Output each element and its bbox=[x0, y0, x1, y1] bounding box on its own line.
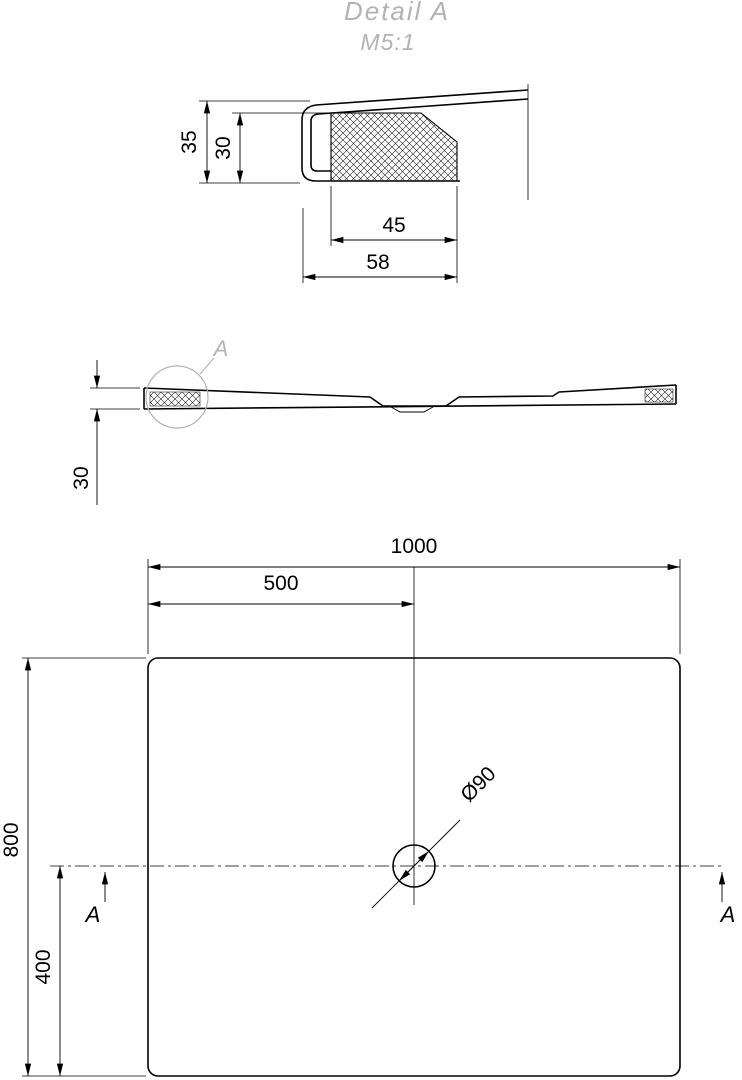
rim-profile-inner bbox=[310, 98, 529, 172]
drain-dim-arrow-upper bbox=[413, 850, 430, 867]
plan-view: Ø90 A A 1000 500 800 400 bbox=[0, 535, 736, 1077]
plan-dim-800-label: 800 bbox=[0, 822, 23, 857]
plan-dim-1000-label: 1000 bbox=[391, 535, 438, 558]
detail-title: Detail A bbox=[344, 0, 450, 26]
tray-profile-bottom bbox=[143, 403, 677, 410]
dim-45-label: 45 bbox=[382, 214, 405, 237]
rim-profile-outer bbox=[301, 89, 529, 182]
hatch-left-edge bbox=[149, 391, 201, 407]
drain-boss bbox=[390, 406, 434, 413]
detail-scale: M5:1 bbox=[360, 29, 415, 55]
detail-callout-leader bbox=[199, 357, 215, 375]
hatch-core bbox=[330, 112, 458, 182]
detail-callout-circle bbox=[145, 365, 209, 429]
plan-dim-400-label: 400 bbox=[32, 949, 55, 984]
drain-dim-arrow-lower bbox=[398, 865, 415, 882]
dim-35-label: 35 bbox=[178, 130, 201, 153]
drain-circle bbox=[392, 844, 436, 888]
dim-58-label: 58 bbox=[366, 251, 389, 274]
section-label-right: A bbox=[719, 902, 736, 927]
drain-diameter-label: Ø90 bbox=[456, 762, 500, 806]
side-section-view: A 30 bbox=[70, 336, 677, 505]
dim-30-label: 30 bbox=[212, 136, 235, 159]
detail-view: Detail A M5:1 35 30 45 58 bbox=[178, 0, 529, 283]
side-dim-30-label: 30 bbox=[70, 466, 93, 489]
plan-dim-500-label: 500 bbox=[263, 572, 298, 595]
hatch-right-edge bbox=[644, 388, 674, 403]
tray-profile-top bbox=[143, 384, 677, 407]
detail-callout-label: A bbox=[212, 336, 229, 361]
section-label-left: A bbox=[84, 902, 101, 927]
